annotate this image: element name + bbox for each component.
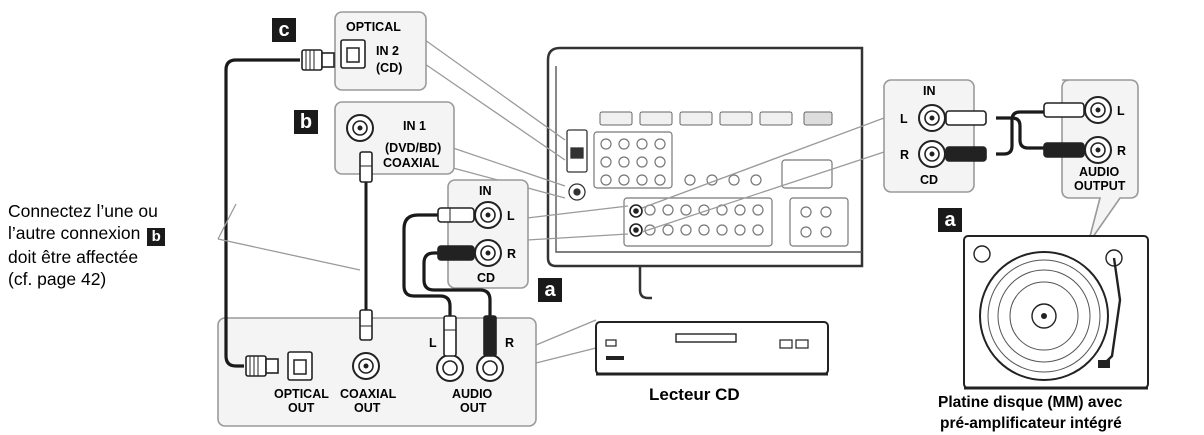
cd-in-right: R	[507, 247, 516, 261]
coaxial-in-sub2: COAXIAL	[383, 156, 440, 170]
optical-in-title: OPTICAL	[346, 20, 401, 34]
note-line-3: doit être affectée	[8, 246, 139, 267]
note-line-4: (cf. page 42)	[8, 268, 107, 289]
tt-in-cd: CD	[920, 173, 938, 187]
coax-out-line2: OUT	[354, 401, 381, 415]
cd-in-left: L	[507, 209, 515, 223]
tt-in-right: R	[900, 148, 909, 162]
badge-a-cd: a	[538, 278, 562, 302]
audio-out-line1: AUDIO	[452, 387, 493, 401]
turntable-caption-line2: pré-amplificateur intégré	[940, 415, 1122, 432]
cd-in-title: IN	[479, 184, 492, 198]
note-line-2: l’autre connexion b	[8, 222, 166, 246]
coaxial-in-label: IN 1	[403, 119, 426, 133]
optical-in-callout: OPTICAL IN 2 (CD)	[334, 11, 427, 91]
av-receiver-rear-panel	[546, 46, 864, 300]
coaxial-in-sub1: (DVD/BD)	[385, 141, 441, 155]
cd-in-sub: CD	[477, 271, 495, 285]
assignment-note: Connectez l’une ou l’autre connexion b d…	[8, 200, 166, 290]
badge-b: b	[294, 110, 318, 134]
note-line-2-text: l’autre connexion	[8, 223, 141, 243]
badge-c: c	[272, 18, 296, 42]
note-pointer-lines	[217, 203, 361, 271]
cd-player-device	[595, 321, 829, 376]
audio-out-line2: OUT	[460, 401, 487, 415]
coaxial-cable	[359, 151, 373, 341]
tt-in-title: IN	[923, 84, 936, 98]
tt-in-left: L	[900, 112, 908, 126]
turntable-in-callout: IN L R CD	[883, 79, 975, 193]
audio-out-left: L	[429, 336, 437, 350]
note-inline-badge-b: b	[147, 227, 166, 246]
tt-out-right: R	[1117, 144, 1126, 158]
optical-in-sub: (CD)	[376, 61, 402, 75]
turntable-output-callout: L R AUDIO OUTPUT	[1061, 79, 1139, 245]
coax-out-line1: COAXIAL	[340, 387, 397, 401]
coaxial-in-callout: IN 1 (DVD/BD) COAXIAL	[334, 101, 455, 175]
note-line-1: Connectez l’une ou	[8, 201, 158, 221]
cd-player-caption: Lecteur CD	[649, 385, 740, 404]
tt-output-line1: AUDIO	[1079, 165, 1120, 179]
badge-a-turntable: a	[938, 208, 962, 232]
optical-out-line2: OUT	[288, 401, 315, 415]
turntable-device	[963, 235, 1149, 390]
turntable-analog-cable	[945, 102, 1085, 162]
audio-out-right: R	[505, 336, 514, 350]
tt-out-left: L	[1117, 104, 1125, 118]
optical-in-label: IN 2	[376, 44, 399, 58]
cd-analog-in-callout: IN L R CD	[447, 179, 529, 289]
turntable-caption-line1: Platine disque (MM) avec	[938, 394, 1123, 411]
optical-out-line1: OPTICAL	[274, 387, 329, 401]
optical-cable	[224, 49, 335, 377]
tt-output-line2: OUTPUT	[1074, 179, 1126, 193]
cd-analog-cable	[402, 207, 497, 357]
